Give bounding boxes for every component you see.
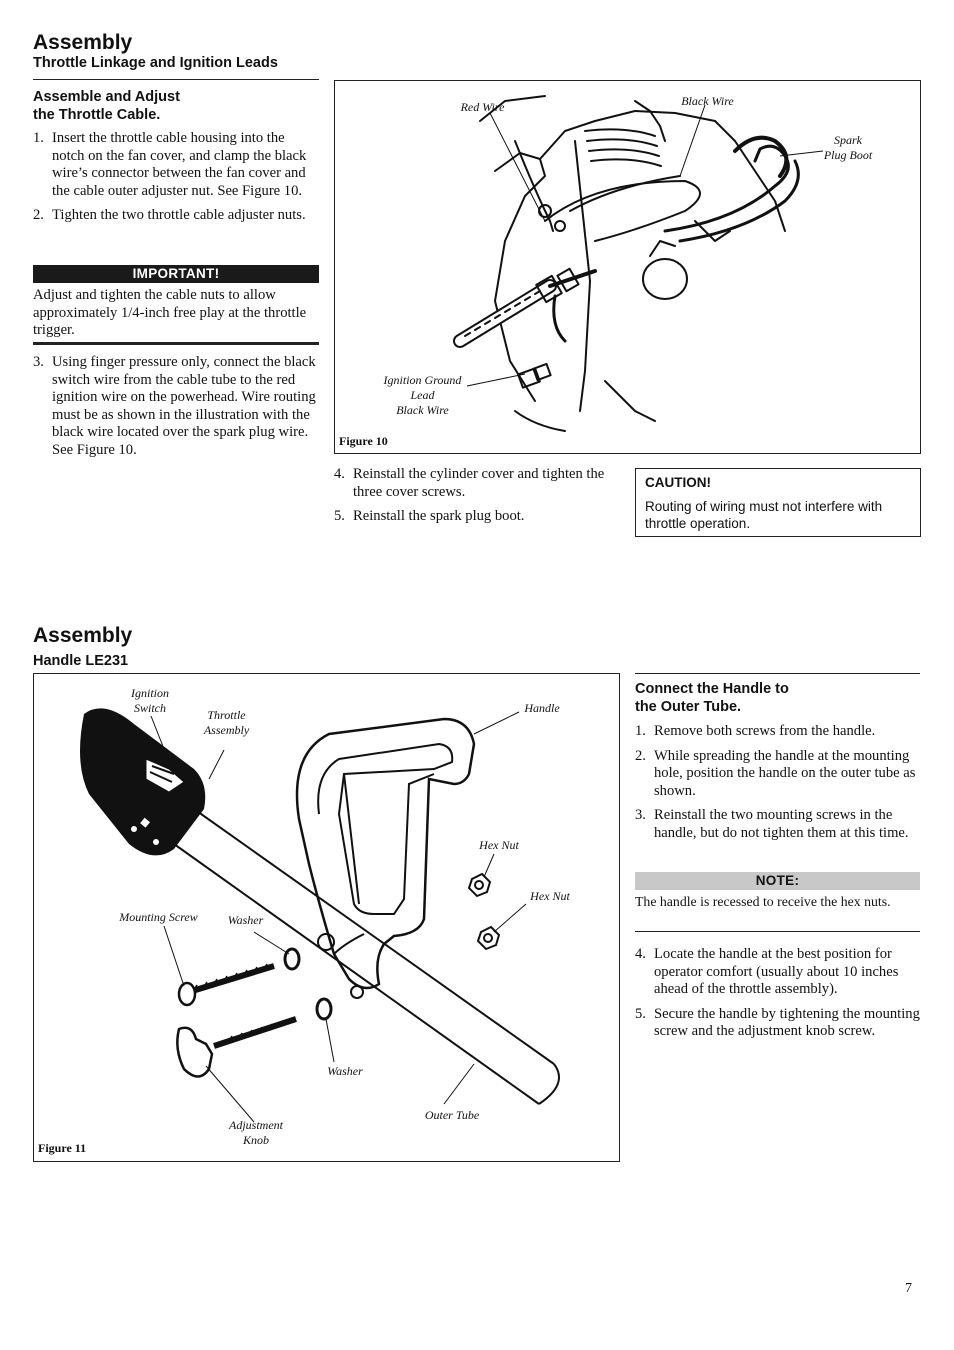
label-black-wire: Black Wire	[681, 94, 734, 108]
divider	[635, 673, 920, 674]
label-washer: Washer	[227, 913, 264, 927]
throttle-linkage-illustration	[453, 95, 824, 432]
step-item: 4.Locate the handle at the best position…	[635, 946, 899, 997]
label-mounting-screw: Mounting Screw	[119, 910, 198, 924]
step-item: 2.While spreading the handle at the moun…	[635, 747, 916, 799]
step-item: 1.Insert the throttle cable housing into…	[33, 130, 307, 199]
label-adjustment-knob: Adjustment Knob	[229, 1118, 283, 1147]
label-outer-tube: Outer Tube	[424, 1108, 480, 1122]
section-subtitle: Throttle Linkage and Ignition Leads	[33, 55, 278, 71]
step-item: 5.Reinstall the spark plug boot.	[334, 508, 525, 524]
section-title: Assembly	[33, 624, 133, 647]
caution-box: CAUTION! Routing of wiring must not inte…	[635, 468, 921, 537]
note-banner: NOTE:	[635, 872, 920, 890]
important-banner: IMPORTANT!	[33, 265, 319, 283]
caution-label: CAUTION!	[645, 475, 711, 490]
steps-list: 3.Using finger pressure only, connect th…	[33, 354, 319, 466]
caution-text: Routing of wiring must not interfere wit…	[645, 499, 883, 531]
section-title: Assembly	[33, 31, 133, 54]
figure-10: Red Wire Black Wire Spark Plug Boot Igni…	[334, 80, 921, 454]
label-hex-nut: Hex Nut	[530, 889, 570, 903]
section-subtitle: Handle LE231	[33, 653, 129, 669]
label-spark-plug-boot: Spark Plug Boot	[823, 133, 873, 162]
label-washer: Washer	[327, 1064, 363, 1078]
figure-11: Ignition Switch Throttle Assembly Handle…	[33, 673, 620, 1162]
label-hex-nut: Hex Nut	[479, 838, 519, 852]
steps-list: 4.Locate the handle at the best position…	[635, 946, 920, 1048]
label-ignition-switch: Ignition Switch	[131, 686, 169, 715]
label-throttle-assembly: Throttle Assembly	[203, 708, 250, 737]
step-item: 1.Remove both screws from the handle.	[635, 723, 876, 739]
label-handle: Handle	[524, 701, 560, 715]
figure-caption: Figure 11	[38, 1141, 87, 1155]
important-text: Adjust and tighten the cable nuts to all…	[33, 287, 307, 338]
divider	[33, 342, 319, 345]
divider	[635, 931, 920, 932]
note-text: The handle is recessed to receive the he…	[635, 894, 891, 909]
handle-assembly-illustration	[80, 708, 560, 1123]
step-item: 3.Reinstall the two mounting screws in t…	[635, 807, 909, 841]
step-item: 5.Secure the handle by tightening the mo…	[635, 1005, 920, 1040]
steps-list: 4.Reinstall the cylinder cover and tight…	[334, 466, 619, 533]
divider	[33, 79, 319, 80]
step-item: 3.Using finger pressure only, connect th…	[33, 354, 316, 458]
step-item: 4.Reinstall the cylinder cover and tight…	[334, 466, 605, 500]
label-red-wire: Red Wire	[460, 100, 505, 114]
figure-caption: Figure 10	[339, 434, 388, 448]
label-ignition-ground-lead: Ignition Ground Lead Black Wire	[383, 373, 462, 417]
procedure-heading: Connect the Handle to the Outer Tube.	[635, 681, 789, 715]
procedure-heading: Assemble and Adjust the Throttle Cable.	[33, 89, 180, 123]
page-number: 7	[905, 1281, 912, 1296]
steps-list: 1.Insert the throttle cable housing into…	[33, 130, 319, 232]
steps-list: 1.Remove both screws from the handle. 2.…	[635, 723, 920, 849]
step-item: 2.Tighten the two throttle cable adjuste…	[33, 207, 306, 223]
